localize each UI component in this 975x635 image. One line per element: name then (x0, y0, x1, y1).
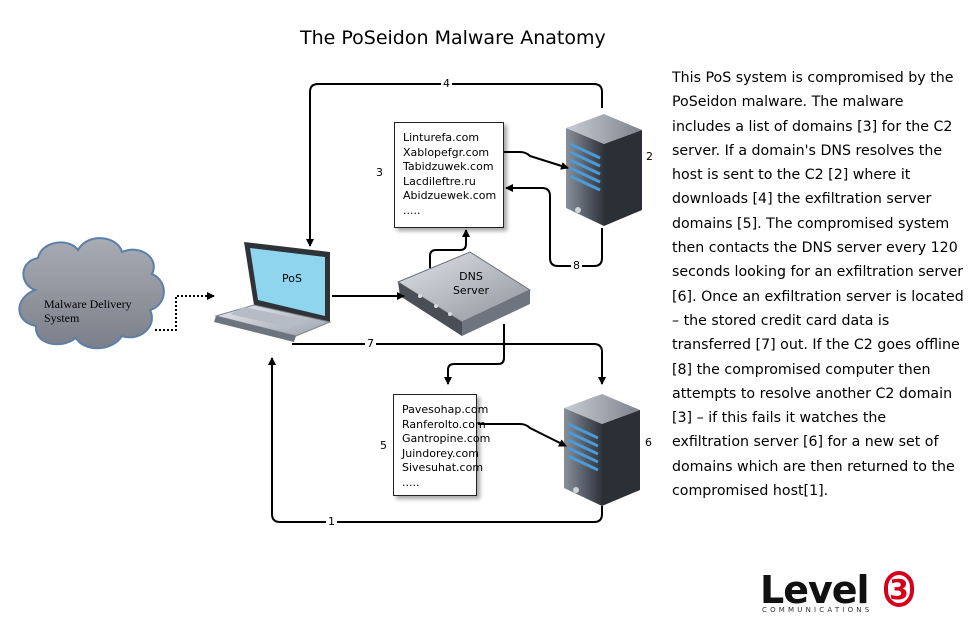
edge-8-label: 8 (571, 259, 582, 272)
edge-8 (505, 184, 603, 267)
c2-domain-item: Tabidzuwek.com (403, 160, 494, 174)
c2-domain-item: Xablopefgr.com (403, 145, 490, 159)
c2-domains-box: Linturefa.com Xablopefgr.com Tabidzuwek.… (394, 122, 504, 228)
dns-server-icon (396, 251, 532, 336)
exfil-domain-item: Ranferolto.com (402, 417, 486, 431)
edge-c2-domains-to-c2 (504, 151, 569, 170)
exfil-server-icon (564, 394, 640, 506)
c2-domain-item: Linturefa.com (403, 131, 480, 144)
edge-1 (268, 357, 603, 523)
logo-word: Level (760, 568, 870, 612)
exfil-domain-item: Juindorey.com (402, 446, 479, 460)
edge-7-label: 7 (365, 337, 376, 350)
edge-7 (292, 343, 606, 385)
edge-cloud-to-pos (155, 292, 215, 331)
pos-label: PoS (282, 272, 302, 285)
c2-domain-item: Lacdileftre.ru (403, 174, 476, 188)
logo-tagline: COMMUNICATIONS (762, 606, 873, 614)
edge-dns-to-exfil-domains (444, 324, 505, 385)
c2-server-number: 2 (644, 150, 655, 163)
exfil-domain-item: Gantropine.com (402, 432, 491, 446)
c2-domain-item: Abidzuewek.com (403, 189, 497, 203)
logo-number: 3 (884, 571, 914, 607)
c2-server-icon (566, 114, 642, 226)
exfil-domain-item: ..... (402, 475, 420, 489)
level3-logo: Level 3 COMMUNICATIONS (760, 568, 930, 618)
diagram-title: The PoSeidon Malware Anatomy (300, 27, 606, 49)
edge-1-label: 1 (326, 515, 337, 528)
malware-delivery-cloud-icon (18, 237, 165, 350)
description-text: This PoS system is compromised by the Po… (672, 70, 964, 500)
exfil-domains-number: 5 (378, 439, 389, 452)
c2-domain-item: ..... (403, 203, 421, 217)
dns-label: DNS Server (452, 270, 490, 297)
exfil-server-number: 6 (643, 436, 654, 449)
edge-4 (306, 83, 603, 247)
edge-exfil-domains-to-exfil (478, 423, 567, 447)
exfil-domain-item: Sivesuhat.com (402, 461, 484, 475)
edge-4-label: 4 (441, 77, 452, 90)
exfil-domains-box: Pavesohap.com Ranferolto.com Gantropine.… (393, 394, 491, 496)
edge-dns-to-c2-domains (429, 229, 470, 268)
cloud-label: Malware Delivery System (44, 297, 132, 325)
exfil-domain-item: Pavesohap.com (402, 403, 489, 416)
pos-laptop-icon (214, 242, 332, 342)
c2-domains-number: 3 (374, 166, 385, 179)
